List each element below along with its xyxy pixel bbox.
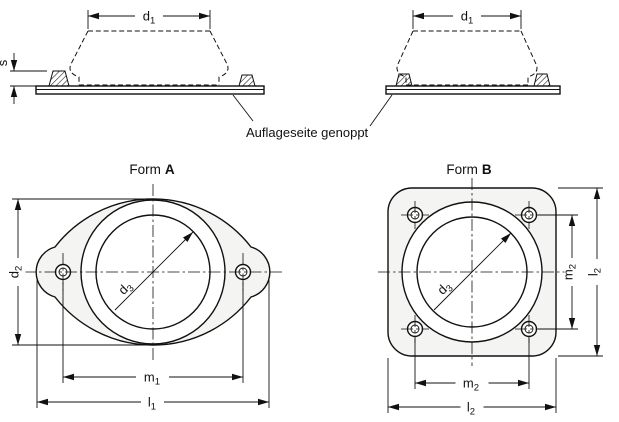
buffer-phantom-outline (69, 30, 229, 86)
dim-m2-horizontal: m2 (414, 338, 530, 394)
note-leader-right (369, 94, 393, 127)
dim-d2: d2 (7, 198, 149, 346)
dim-m2-vertical: m2 (538, 214, 580, 330)
dim-label-d1: d1 (143, 9, 156, 27)
dim-d1-left: d1 (87, 8, 211, 29)
dim-label-m2: m2 (463, 376, 479, 394)
dim-l2-horizontal: l2 (387, 358, 557, 418)
side-view-right: d1 (369, 8, 561, 127)
buffer-phantom-outline (396, 30, 538, 86)
dim-label-l1: l1 (148, 395, 156, 413)
nub-left (395, 73, 413, 87)
nub-right (533, 73, 551, 87)
nub-left (48, 70, 70, 87)
dim-m1: m1 (62, 282, 244, 388)
dim-l2-vertical: l2 (558, 187, 605, 357)
dim-label-s: s (0, 59, 10, 66)
note-leader-left (232, 94, 254, 122)
dim-label-m1: m1 (144, 370, 160, 388)
nub-right (238, 74, 256, 87)
dim-d1-right: d1 (412, 8, 522, 29)
note-auflageseite: Auflageseite genoppt (246, 125, 369, 140)
dim-label-d2: d2 (7, 266, 25, 279)
base-plate (385, 85, 561, 95)
dim-l1: l1 (36, 280, 270, 413)
base-plate (35, 85, 265, 95)
dim-label-m2: m2 (561, 264, 579, 280)
dim-label-d1: d1 (461, 9, 474, 27)
dim-s: s (0, 53, 47, 104)
dim-label-l2: l2 (586, 268, 604, 276)
dim-label-l2: l2 (467, 400, 475, 418)
side-view-left: d1 s (0, 8, 265, 122)
